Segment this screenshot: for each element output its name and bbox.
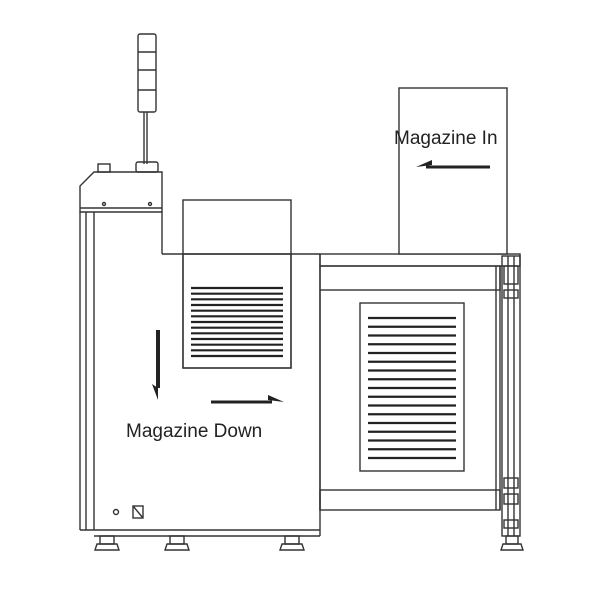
foot-2: [164, 535, 190, 551]
signal-tower: [135, 33, 159, 173]
right-vent-slats: [368, 316, 456, 460]
arrow-magazine-down: [152, 330, 160, 400]
arrow-magazine-in-left: [416, 160, 490, 169]
foot-3: [279, 535, 305, 551]
magazine-down-unit: [182, 199, 292, 369]
foot-4: [500, 535, 524, 551]
right-module: [319, 253, 521, 511]
foot-1: [94, 535, 120, 551]
left-vent-slats: [191, 286, 283, 358]
magazine-in-unit: [398, 87, 508, 255]
magazine-down-label: Magazine Down: [126, 421, 263, 442]
leveling-feet: [94, 535, 524, 551]
right-post: [501, 255, 521, 537]
arrow-transfer-right: [211, 395, 284, 404]
top-cap: [79, 163, 163, 213]
magazine-in-label: Magazine In: [394, 128, 498, 149]
